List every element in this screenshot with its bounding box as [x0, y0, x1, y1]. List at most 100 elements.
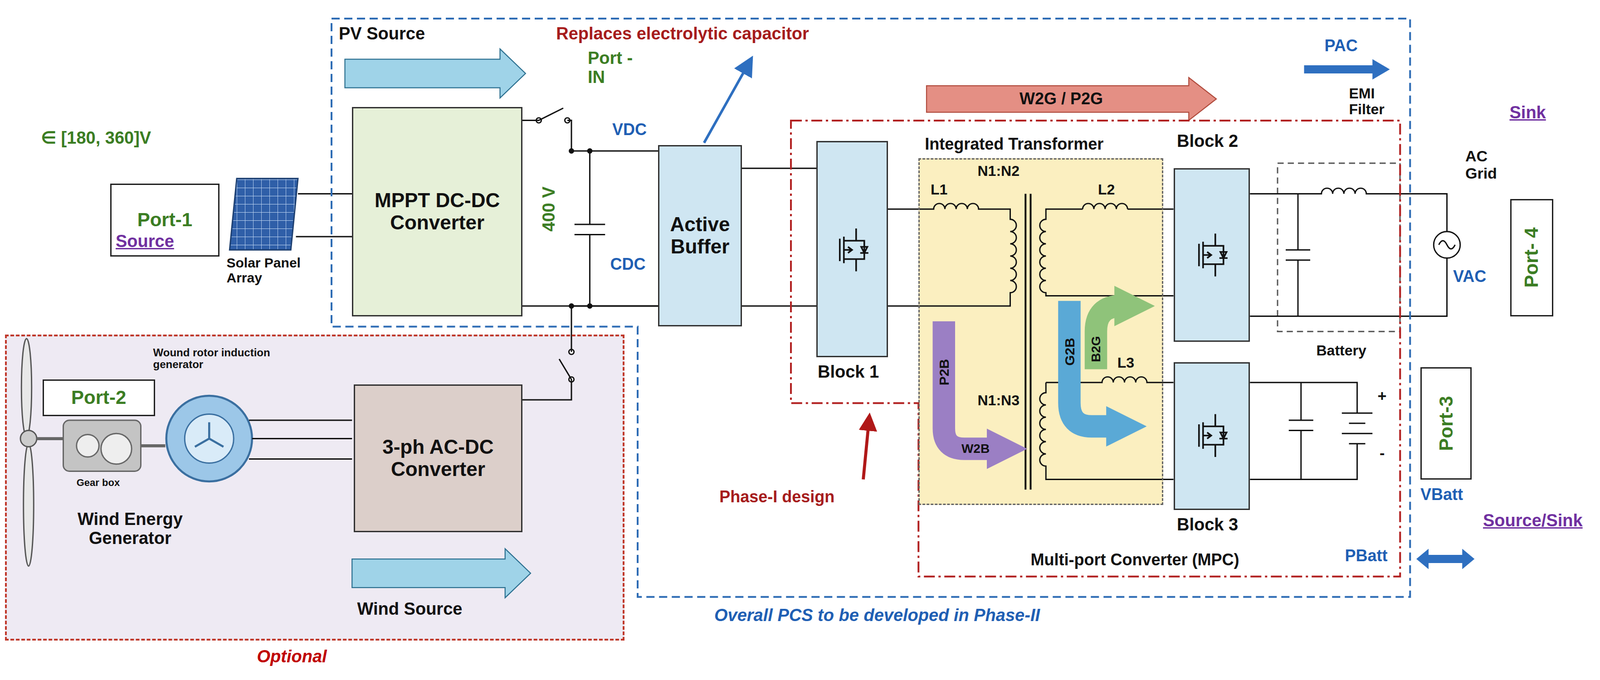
- region-outline: [331, 18, 1410, 598]
- diagram-label: L1: [930, 181, 948, 198]
- wire-connector: [887, 209, 919, 307]
- converter-box: MPPT DC-DC Converter: [351, 107, 523, 317]
- drawing-part: [4, 334, 625, 641]
- region-outline: [790, 120, 1400, 577]
- drawing-part: [1433, 231, 1461, 259]
- drawing-part: [926, 77, 1217, 121]
- diagram-label: P2B: [936, 359, 952, 386]
- drawing-part: [20, 430, 37, 448]
- drawing-part: [1173, 362, 1251, 511]
- drawing-part: [816, 141, 888, 358]
- converter-box: 3-ph AC-DC Converter: [353, 384, 522, 533]
- drawing-part: [1199, 233, 1228, 277]
- diagram-label: VAC: [1453, 267, 1487, 286]
- port-box: Port-2: [42, 379, 156, 417]
- drawing-part: [351, 549, 531, 599]
- drawing-part: [918, 158, 1164, 506]
- drawing-part: [1199, 414, 1228, 458]
- drawing-part: [345, 48, 526, 98]
- node-caption: Source/Sink: [1482, 511, 1583, 531]
- node-caption: Integrated Transformer: [924, 135, 1104, 154]
- node-caption: Optional: [257, 647, 327, 667]
- drawing-part: [1025, 194, 1031, 491]
- node-label: Port-3: [1435, 395, 1457, 451]
- port-box: Port- 4Sink: [1510, 199, 1554, 317]
- diagram-label: Wind Source: [357, 600, 463, 620]
- diagram-label: -: [1379, 444, 1385, 462]
- drawing-part: [574, 151, 606, 307]
- node-caption: Source: [115, 232, 175, 252]
- drawing-part: [1249, 188, 1447, 317]
- drawing-part: [1249, 382, 1373, 480]
- drawing-part: [296, 194, 353, 238]
- buffer-box: Active Buffer: [658, 145, 742, 327]
- transformer-box: Integrated Transformer: [918, 158, 1164, 506]
- diagram-label: Battery: [1316, 342, 1367, 359]
- drawing-part: [184, 414, 234, 464]
- node-label: Port- 4: [1521, 227, 1542, 288]
- drawing-part: [1285, 194, 1311, 317]
- node-caption: Block 3: [1176, 515, 1239, 535]
- diagram-label: EMI Filter: [1349, 85, 1411, 118]
- drawing-part: [229, 178, 298, 251]
- drawing-part: [101, 433, 132, 465]
- node-caption: Block 2: [1176, 131, 1239, 152]
- diagram-label: W2B: [961, 442, 990, 457]
- diagram-label: VBatt: [1420, 485, 1464, 504]
- diagram-label: Solar Panel Array: [226, 255, 324, 286]
- port-box: Port-3Source/Sink: [1420, 367, 1472, 480]
- drawing-part: [4, 48, 1475, 641]
- node-label: Active Buffer: [659, 213, 741, 258]
- node-caption: Multi-port Converter (MPC): [1030, 551, 1240, 570]
- drawing-part: [1416, 549, 1475, 570]
- node-label: Port-1: [137, 209, 193, 231]
- drawing-part: [839, 228, 869, 272]
- node-label: Port-2: [71, 387, 127, 409]
- drawing-part: [1304, 59, 1391, 80]
- drawing-part: [1173, 168, 1251, 342]
- drawing-part: [1439, 240, 1456, 249]
- wire-connector: [741, 168, 817, 307]
- drawing-part: [863, 416, 870, 480]
- wire-connector: [1163, 209, 1174, 296]
- drawing-part: [1039, 203, 1164, 297]
- node-caption: Overall PCS to be developed in Phase-II: [714, 606, 1040, 626]
- diagram-label: AC Grid: [1465, 147, 1517, 182]
- drawing-part: [943, 321, 996, 449]
- diagram-label: L2: [1097, 181, 1115, 198]
- drawing-part: [704, 59, 752, 144]
- diagram-label: +: [1377, 387, 1387, 405]
- wire-connector: [522, 108, 659, 307]
- diagram-label: L3: [1117, 355, 1135, 371]
- diagram-label: N1:N3: [977, 392, 1020, 409]
- diagram-label: PAC: [1324, 36, 1358, 55]
- diagram-label: N1:N2: [977, 163, 1020, 180]
- node-label: MPPT DC-DC Converter: [353, 189, 522, 234]
- drawing-part: [195, 422, 224, 448]
- node-caption: Block 1: [817, 362, 879, 382]
- diagram-label: CDC: [610, 255, 646, 274]
- node-label: 3-ph AC-DC Converter: [355, 436, 521, 481]
- switch-block: Block 1: [816, 141, 888, 358]
- diagram-label: W2G / P2G: [1019, 89, 1103, 108]
- diagram-label: G2B: [1062, 337, 1078, 366]
- diagram-label: VDC: [612, 120, 647, 139]
- port-box: Port-1Source: [110, 183, 220, 257]
- drawing-part: [918, 203, 1017, 307]
- drawing-part: [23, 443, 35, 567]
- drawing-part: [21, 338, 32, 437]
- diagram-label: Gear box: [76, 477, 120, 489]
- diagram-label: PV Source: [338, 24, 425, 44]
- diagram-label: 400 V: [539, 186, 559, 232]
- drawing-part: [166, 395, 253, 482]
- diagram-label: PBatt: [1345, 546, 1388, 566]
- switch-block: Block 3: [1173, 362, 1251, 511]
- diagram-label: Wound rotor induction generator: [153, 346, 276, 371]
- drawing-part: [248, 420, 352, 460]
- diagram-label: B2G: [1088, 336, 1103, 363]
- diagram-label: Wind Energy Generator: [40, 510, 220, 549]
- node-caption: Sink: [1509, 103, 1547, 123]
- diagram-label: Phase-I design: [719, 487, 835, 507]
- wire-connector: [1163, 382, 1174, 480]
